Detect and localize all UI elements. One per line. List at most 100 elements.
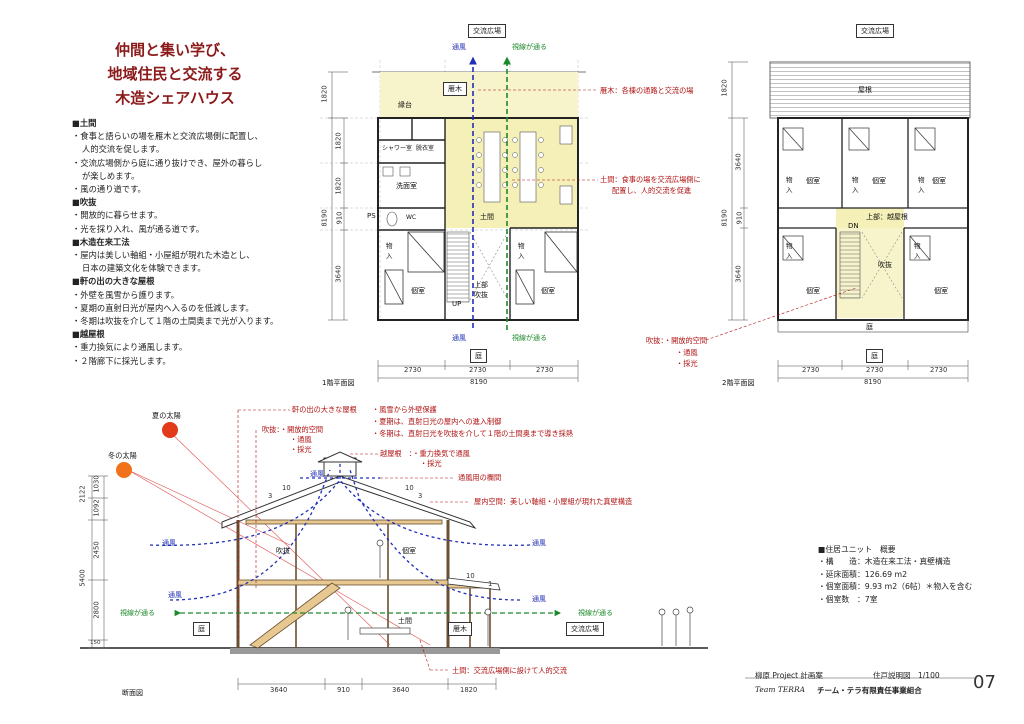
interior-note: 屋内空間：美しい軸組・小屋組が現れた真壁構造 — [474, 497, 633, 506]
footer-sheet: 住戸説明図 1/100 — [873, 671, 940, 680]
section-dim-l1: 1030 — [92, 475, 101, 493]
doma-note: 土間：交流広場側に設けて人的交流 — [452, 666, 568, 675]
plan1-up: UP — [452, 300, 462, 308]
section-dim-b1: 3640 — [270, 686, 288, 694]
pitch1b: 3 — [268, 492, 273, 500]
plan2-garden-band: 庭 — [866, 323, 873, 331]
plan2-closet-2: 物入 — [852, 176, 859, 194]
plan1-ps: PS — [367, 212, 376, 220]
section-dim-b3: 3640 — [392, 686, 410, 694]
section-wind-low-left: 通風 — [168, 591, 182, 599]
first-floor-plan — [320, 56, 598, 382]
plan1-dim-b1: 2730 — [404, 366, 422, 374]
description-line: ・重力換気により通風します。 — [72, 342, 188, 353]
footer-project: 柳原 Project 計画案 — [755, 671, 823, 680]
plan2-closet-3: 物入 — [918, 176, 925, 194]
description-line: ・２階廊下に採光します。 — [72, 355, 171, 366]
second-floor-plan — [705, 61, 971, 382]
plan2-dim-b3: 2730 — [930, 366, 948, 374]
plan1-wind-top: 通風 — [452, 43, 466, 51]
plan2-bottom-label: 庭 — [866, 349, 883, 363]
plan1-closet-right: 物入 — [518, 242, 525, 260]
section-niwa: 庭 — [193, 622, 210, 636]
wind-path-note: 通風用の欄間 — [458, 473, 502, 482]
unit-summary: ■住居ユニット 概要 ・構 造：木造在来工法・真壁構造 ・延床面積：126.69… — [818, 544, 972, 606]
footer-org: チーム・テラ有限責任事業組合 — [817, 686, 922, 695]
plan1-dim-l4: 910 — [335, 211, 344, 225]
plan1-upper: 上部 — [474, 281, 488, 289]
page-title: 仲間と集い学び、 地域住民と交流する 木造シェアハウス — [70, 38, 280, 110]
description-line: ・冬期は吹抜を介して１階の土間奥まで光が入ります。 — [72, 316, 279, 327]
section-fukinuke-1: 吹抜：・開放的空間 — [262, 425, 324, 434]
plan2-dim-l4: 3640 — [734, 265, 743, 283]
plan2-closet-4: 物入 — [786, 242, 793, 260]
description-line: ・屋内は美しい軸組・小屋組が現れた木造とし、 — [72, 250, 255, 261]
section-sight-left: 視線が通る — [120, 609, 155, 617]
plan2-note-2: ・通風 — [676, 348, 698, 357]
plan1-engawa: 縁台 — [398, 101, 412, 109]
pitch1: 10 — [282, 484, 291, 492]
summer-sun-label: 夏の太陽 — [152, 411, 181, 420]
section-wind-right: 通風 — [532, 539, 546, 547]
description-heading: ■越屋根 — [72, 329, 105, 340]
description-line: ・外壁を風雪から護ります。 — [72, 289, 180, 300]
plan1-dim-total: 8190 — [470, 378, 488, 386]
title-line-2: 地域住民と交流する — [107, 65, 243, 83]
koshi-note-2: ・採光 — [420, 459, 442, 468]
plan1-dim-l1: 1820 — [320, 85, 329, 103]
page-number: 07 — [973, 672, 996, 693]
summary-row: ・個室数 ：7室 — [818, 594, 878, 604]
description-heading: ■吹抜 — [72, 197, 97, 208]
plan1-dim-l2: 1820 — [334, 132, 343, 150]
pitch3b: 1 — [488, 580, 493, 588]
winter-sun-label: 冬の太陽 — [108, 451, 137, 460]
plan1-doma: 土間 — [480, 213, 494, 221]
description-line: 日本の建築文化を体験できます。 — [82, 263, 206, 274]
section-drawing — [80, 409, 708, 690]
plan2-closet-1: 物入 — [786, 176, 793, 194]
plan1-bottom-label: 庭 — [470, 349, 487, 363]
plan1-datsui: 脱衣室 — [416, 145, 435, 152]
plan1-wind-bottom: 通風 — [452, 334, 466, 342]
plan2-note-1: 吹抜：・開放的空間 — [646, 336, 708, 345]
plan2-room-4: 個室 — [806, 287, 820, 295]
plan1-dim-l3: 1820 — [334, 177, 343, 195]
summary-heading: ■住居ユニット 概要 — [818, 545, 896, 554]
summary-row: ・延床面積：126.69 m2 — [818, 569, 908, 579]
description-line: ・交流広場側から庭に通り抜けでき、屋外の暮らし — [72, 157, 263, 168]
section-wind-low-right: 通風 — [532, 595, 546, 603]
section-fukinuke-2: ・通風 — [290, 435, 312, 444]
plan1-shower: シャワー室 — [382, 145, 413, 152]
plan1-dim-b3: 2730 — [536, 366, 554, 374]
description-list: ■土間・食事と語らいの場を雁木と交流広場側に配置し、人的交流を促します。・交流広… — [72, 117, 312, 368]
section-dim-b4: 1820 — [460, 686, 478, 694]
plan2-room-2: 個室 — [872, 177, 886, 185]
plan1-note-ganki: 雁木：各棟の通路と交流の場 — [600, 86, 694, 95]
eaves-note-3: ・冬期は、直射日光を吹抜を介して１階の土間奥まで導き採熱 — [372, 429, 574, 438]
section-dim-b2: 910 — [337, 686, 350, 694]
plan1-closet-left: 物入 — [386, 242, 393, 260]
pitch3: 10 — [466, 572, 475, 580]
plan1-wc: WC — [406, 214, 417, 221]
plan2-dim-b2: 2730 — [866, 366, 884, 374]
title-block: 柳原 Project 計画案 住戸説明図 1/100 Team TERRA チー… — [745, 670, 1005, 700]
plan2-dim-total: 8190 — [864, 378, 882, 386]
description-heading: ■木造在来工法 — [72, 236, 130, 247]
title-line-1: 仲間と集い学び、 — [114, 41, 235, 59]
plan1-caption: 1階平面図 — [322, 379, 355, 387]
plan2-roof: 屋根 — [858, 86, 872, 94]
pitch2b: 3 — [418, 492, 423, 500]
description-line: ・風の通り道です。 — [72, 184, 146, 195]
eaves-note-2: ・夏期は、直射日光の屋内への進入制御 — [372, 417, 502, 426]
section-fukinuke-3: ・採光 — [290, 445, 312, 454]
section-wind-top: 通風 — [310, 470, 324, 478]
plan2-dn: DN — [848, 222, 859, 230]
eaves-note-1: ・風雪から外壁保護 — [372, 405, 437, 414]
description-heading: ■土間 — [72, 118, 97, 128]
plan2-dim-l1: 1820 — [720, 79, 729, 97]
section-dim-l5: 2800 — [92, 601, 101, 619]
plan1-room-right: 個室 — [541, 287, 555, 295]
section-dim-l2: 2122 — [78, 485, 87, 503]
summary-row: ・個室面積：9.93 m2（6帖）＊物入を含む — [818, 582, 973, 592]
